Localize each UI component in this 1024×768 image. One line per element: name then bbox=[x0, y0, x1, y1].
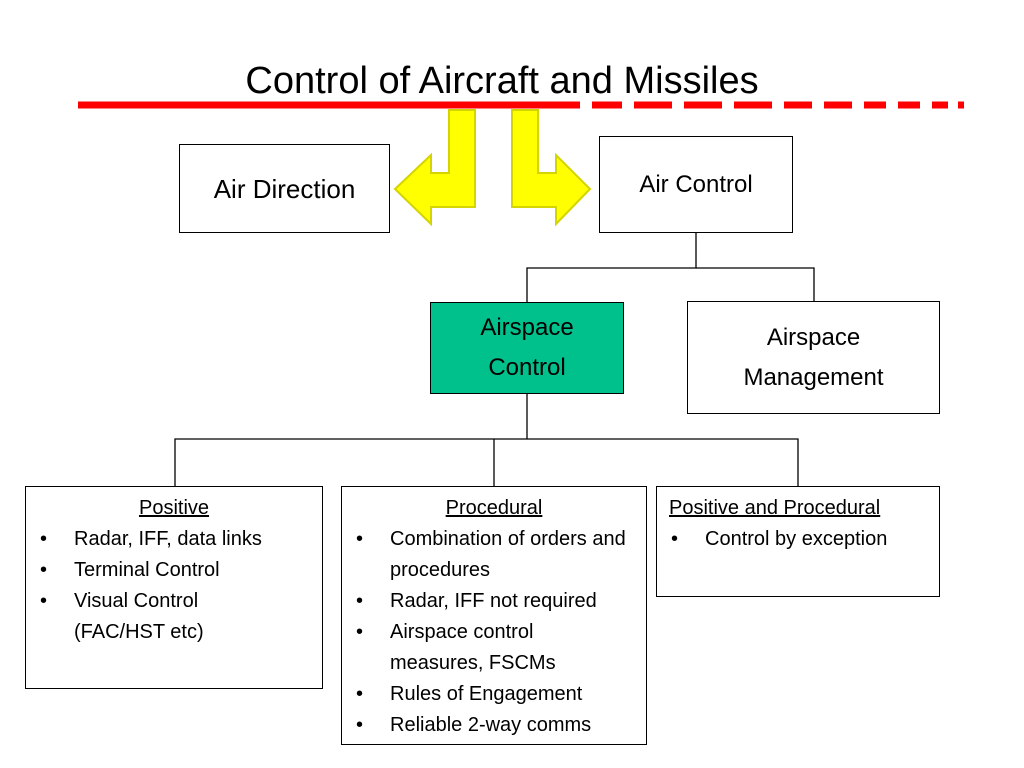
positive-and-procedural-box: Positive and Procedural •Control by exce… bbox=[656, 486, 940, 597]
list-item: •Control by exception bbox=[657, 524, 939, 555]
list-item: •Terminal Control bbox=[26, 555, 322, 586]
positive-and-procedural-heading: Positive and Procedural bbox=[669, 497, 881, 519]
list-item: •Combination of orders and procedures bbox=[342, 524, 646, 586]
airspace-control-box: Airspace Control bbox=[430, 302, 624, 394]
bullet-icon: • bbox=[40, 590, 48, 612]
airspace-management-line1: Airspace bbox=[766, 323, 861, 351]
airspace-management-line2: Management bbox=[743, 363, 884, 391]
positive-box: Positive •Radar, IFF, data links •Termin… bbox=[25, 486, 323, 689]
bullet-icon: • bbox=[40, 559, 48, 581]
airspace-management-box: Airspace Management bbox=[687, 301, 940, 414]
procedural-bullet-list: •Combination of orders and procedures •R… bbox=[342, 524, 646, 741]
bullet-icon: • bbox=[671, 528, 679, 550]
air-control-label: Air Control bbox=[639, 170, 753, 198]
bullet-icon: • bbox=[40, 528, 48, 550]
positive-heading: Positive bbox=[138, 497, 210, 519]
list-item: •Radar, IFF not required bbox=[342, 586, 646, 617]
list-item: •Reliable 2-way comms bbox=[342, 710, 646, 741]
bullet-icon: • bbox=[356, 528, 364, 550]
air-control-box: Air Control bbox=[599, 136, 793, 233]
bullet-icon: • bbox=[356, 683, 364, 705]
arrow-right-icon bbox=[511, 109, 592, 227]
list-item: •Visual Control (FAC/HST etc) bbox=[26, 586, 322, 648]
air-direction-box: Air Direction bbox=[179, 144, 390, 233]
tree-connectors bbox=[174, 232, 815, 486]
bullet-icon: • bbox=[356, 714, 364, 736]
air-direction-label: Air Direction bbox=[213, 173, 356, 204]
arrow-left-icon bbox=[393, 109, 476, 227]
positive-bullet-list: •Radar, IFF, data links •Terminal Contro… bbox=[26, 524, 322, 648]
list-item: •Airspace control measures, FSCMs bbox=[342, 617, 646, 679]
airspace-control-line2: Control bbox=[488, 354, 566, 381]
airspace-control-line1: Airspace bbox=[480, 314, 574, 341]
bullet-icon: • bbox=[356, 621, 364, 643]
list-item: •Radar, IFF, data links bbox=[26, 524, 322, 555]
positive-and-procedural-bullet-list: •Control by exception bbox=[657, 524, 939, 555]
procedural-box: Procedural •Combination of orders and pr… bbox=[341, 486, 647, 745]
bullet-icon: • bbox=[356, 590, 364, 612]
page-title: Control of Aircraft and Missiles bbox=[245, 60, 759, 102]
list-item: •Rules of Engagement bbox=[342, 679, 646, 710]
procedural-heading: Procedural bbox=[445, 497, 543, 519]
